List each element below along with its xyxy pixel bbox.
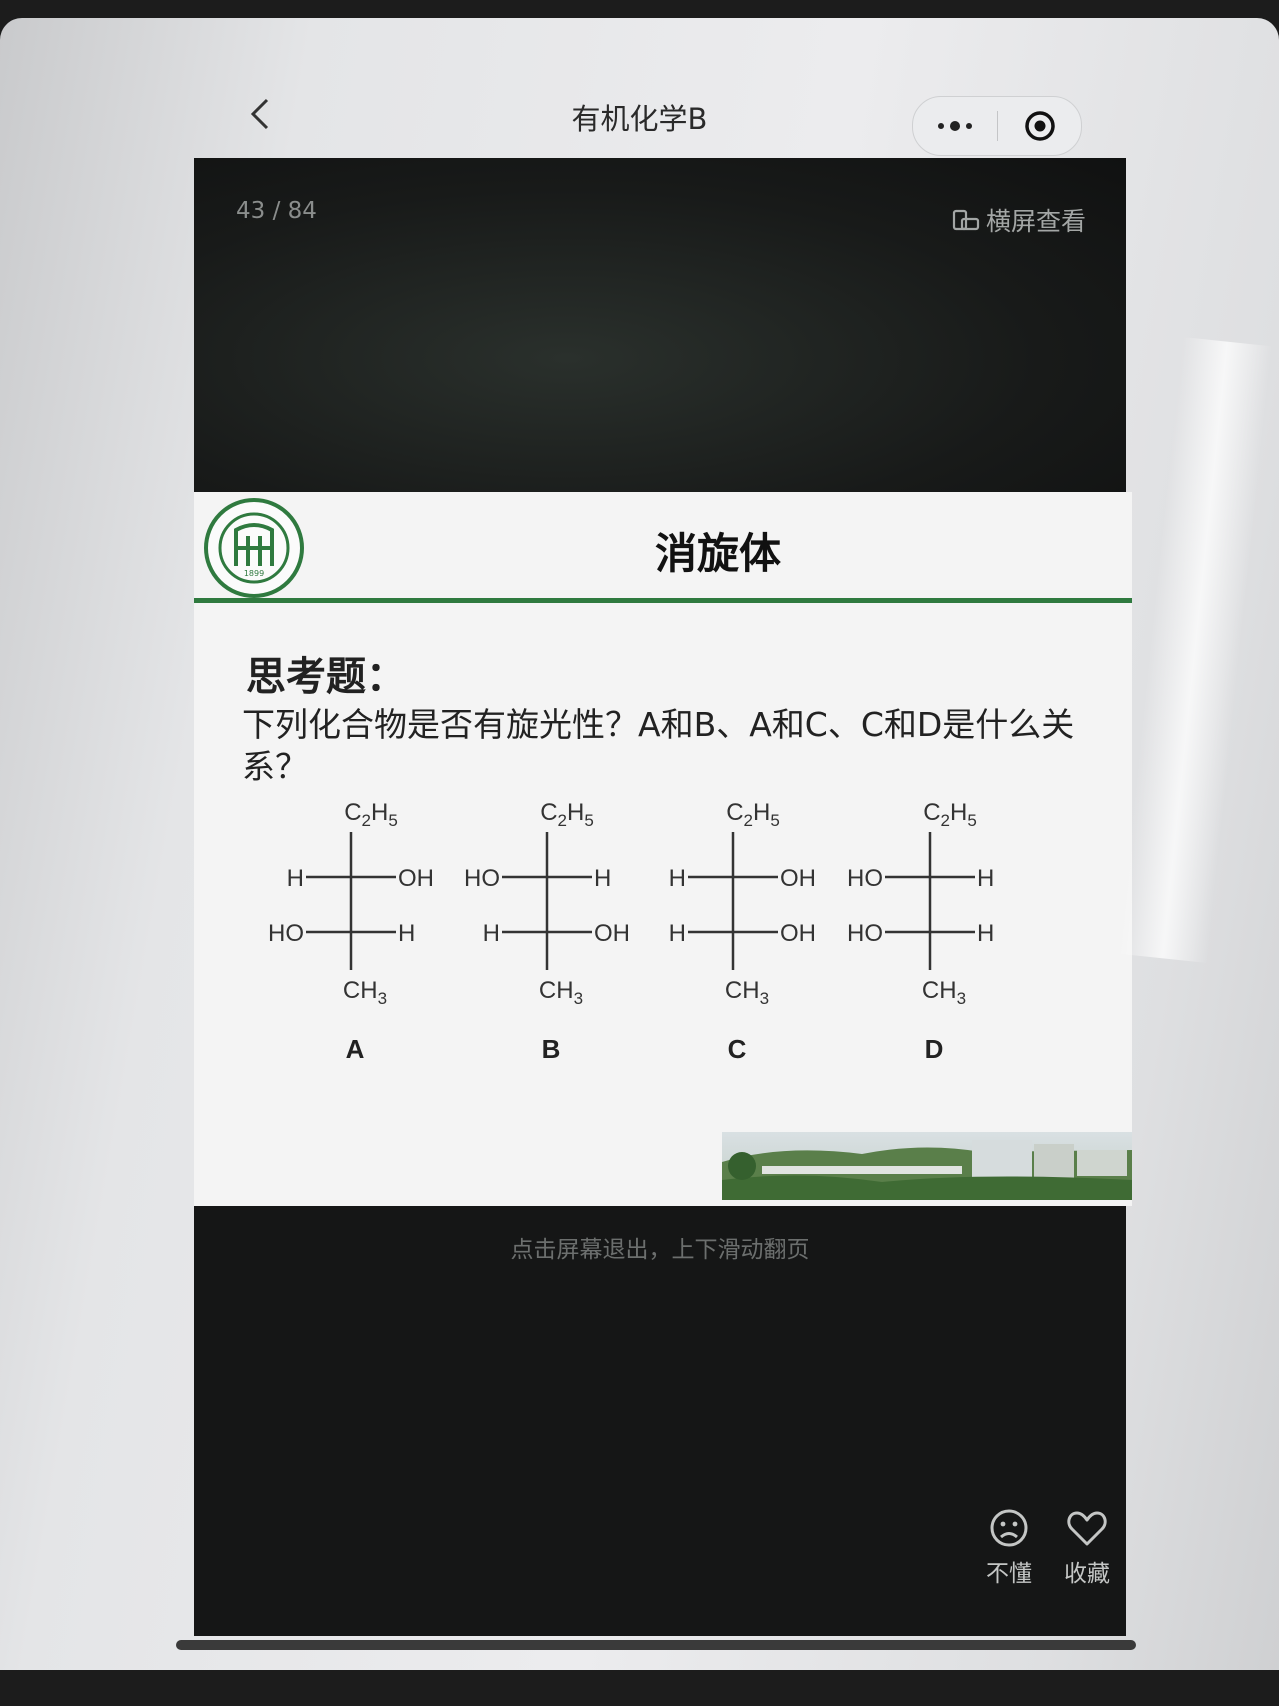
right-substituent: H (977, 865, 994, 892)
question-text: 下列化合物是否有旋光性？A和B、A和C、C和D是什么关系？ (242, 705, 1075, 786)
bottom-group: CH3 (922, 977, 966, 1008)
top-group: C2H5 (726, 799, 780, 830)
right-substituent: H (594, 865, 611, 892)
right-substituent: OH (780, 920, 816, 947)
chevron-left-icon (250, 98, 269, 130)
bottom-group: CH3 (343, 977, 387, 1008)
more-button[interactable] (913, 97, 997, 155)
left-substituent: HO (847, 920, 883, 947)
more-dots-icon (938, 121, 972, 131)
right-substituent: H (977, 920, 994, 947)
left-substituent: H (669, 865, 686, 892)
campus-photo (722, 1132, 1132, 1200)
left-substituent: H (669, 920, 686, 947)
favorite-label: 收藏 (1064, 1561, 1110, 1587)
right-substituent: H (398, 920, 415, 947)
right-substituent: OH (780, 865, 816, 892)
close-button[interactable] (998, 97, 1081, 155)
capsule-divider (997, 111, 998, 141)
top-group: C2H5 (344, 799, 398, 830)
logo-year: 1899 (244, 569, 264, 578)
left-substituent: H (287, 865, 304, 892)
structure-label: B (542, 1034, 561, 1064)
slide-header: 1899 消旋体 (194, 492, 1132, 598)
right-substituent: OH (594, 920, 630, 947)
target-close-icon (1024, 111, 1055, 141)
dont-understand-button[interactable]: 不懂 (974, 1508, 1044, 1588)
exit-hint: 点击屏幕退出，上下滑动翻页 (510, 1237, 810, 1263)
left-substituent: H (483, 920, 500, 947)
structure-label: C (728, 1034, 747, 1064)
question-heading: 思考题： (246, 654, 406, 700)
viewer-top-area (194, 158, 1126, 492)
top-group: C2H5 (923, 799, 977, 830)
right-substituent: OH (398, 865, 434, 892)
dont-understand-label: 不懂 (986, 1561, 1032, 1587)
left-substituent: HO (268, 920, 304, 947)
header-divider (194, 598, 1132, 603)
bottom-group: CH3 (725, 977, 769, 1008)
sad-face-icon (990, 1509, 1028, 1547)
structure-label: D (925, 1034, 944, 1064)
favorite-button[interactable]: 收藏 (1052, 1508, 1122, 1588)
landscape-view-button[interactable]: 横屏查看 (952, 202, 1086, 238)
left-substituent: HO (464, 865, 500, 892)
page-counter: 43 / 84 (236, 198, 317, 224)
structure-label: A (346, 1034, 365, 1064)
mini-program-capsule (912, 96, 1082, 156)
page-title: 有机化学B (571, 102, 708, 136)
home-indicator (176, 1640, 1136, 1650)
slide-title: 消旋体 (654, 529, 781, 578)
top-group: C2H5 (540, 799, 594, 830)
rotate-screen-icon (952, 209, 980, 231)
landscape-label: 横屏查看 (985, 207, 1086, 236)
back-button[interactable] (240, 92, 280, 136)
heart-icon (1067, 1511, 1107, 1546)
university-seal-icon: 1899 (204, 498, 304, 598)
bottom-group: CH3 (539, 977, 583, 1008)
slide-page: 1899 消旋体 思考题： 下列化合物是否有旋光性？A和B、A和C、C和D是什么… (194, 492, 1132, 1206)
left-substituent: HO (847, 865, 883, 892)
